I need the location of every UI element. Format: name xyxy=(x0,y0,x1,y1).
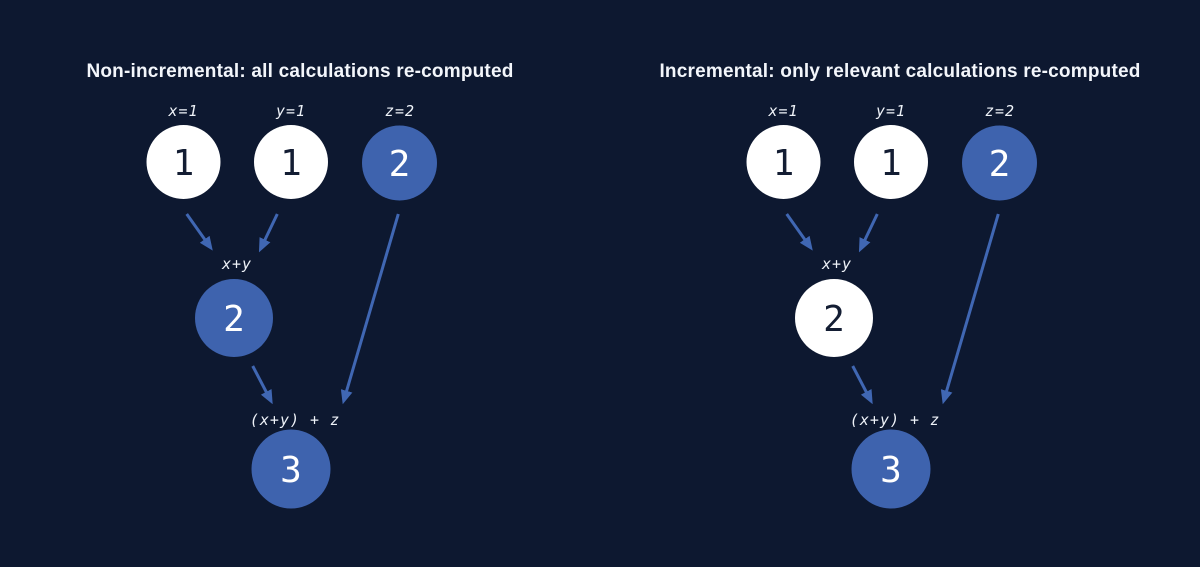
node-xy-value: 2 xyxy=(823,299,845,340)
dag-non-incremental: x=1 1 y=1 1 z=2 2 x+y 2 (x+y) + z 3 xyxy=(146,102,437,509)
node-y-circle xyxy=(254,125,328,199)
edge-xy-to-result xyxy=(251,365,273,405)
edge-y-to-xy xyxy=(858,213,879,253)
node-x-value: 1 xyxy=(773,143,795,184)
node-x-label: x=1 xyxy=(767,102,798,120)
node-result-label: (x+y) + z xyxy=(850,411,940,429)
edge-x-to-xy xyxy=(185,213,213,251)
node-xy-value: 2 xyxy=(223,299,245,340)
panel-incremental: Incremental: only relevant calculations … xyxy=(640,60,1160,560)
node-y-circle xyxy=(854,125,928,199)
node-result-circle xyxy=(851,429,931,509)
node-result-circle xyxy=(251,429,331,509)
edge-y-to-xy xyxy=(258,213,279,253)
node-z-circle xyxy=(962,125,1037,201)
node-z-value: 2 xyxy=(389,144,411,185)
node-xy-label: x+y xyxy=(221,255,252,273)
node-x-circle xyxy=(146,125,221,199)
panel-non-incremental: Non-incremental: all calculations re-com… xyxy=(40,60,560,560)
node-result-label: (x+y) + z xyxy=(250,411,340,429)
edge-z-to-result xyxy=(940,213,1000,405)
node-xy-circle xyxy=(795,279,873,357)
edge-xy-to-result xyxy=(851,365,873,405)
node-result-value: 3 xyxy=(880,450,902,491)
node-y-label: y=1 xyxy=(275,102,306,120)
edge-x-to-xy xyxy=(785,213,813,251)
node-z-value: 2 xyxy=(989,144,1011,185)
panel-title: Incremental: only relevant calculations … xyxy=(659,61,1141,82)
node-y-value: 1 xyxy=(280,143,302,184)
node-z-label: z=2 xyxy=(985,102,1015,120)
panel-title: Non-incremental: all calculations re-com… xyxy=(86,61,514,82)
edge-z-to-result xyxy=(340,213,400,405)
node-y-value: 1 xyxy=(880,143,902,184)
node-xy-circle xyxy=(195,279,273,357)
node-xy-label: x+y xyxy=(821,255,852,273)
node-x-circle xyxy=(746,125,821,199)
node-result-value: 3 xyxy=(280,450,302,491)
node-x-value: 1 xyxy=(173,143,195,184)
dag-incremental: x=1 1 y=1 1 z=2 2 x+y 2 (x+y) + z 3 xyxy=(746,102,1037,509)
node-y-label: y=1 xyxy=(875,102,906,120)
node-z-label: z=2 xyxy=(385,102,415,120)
node-x-label: x=1 xyxy=(167,102,198,120)
node-z-circle xyxy=(362,125,437,201)
